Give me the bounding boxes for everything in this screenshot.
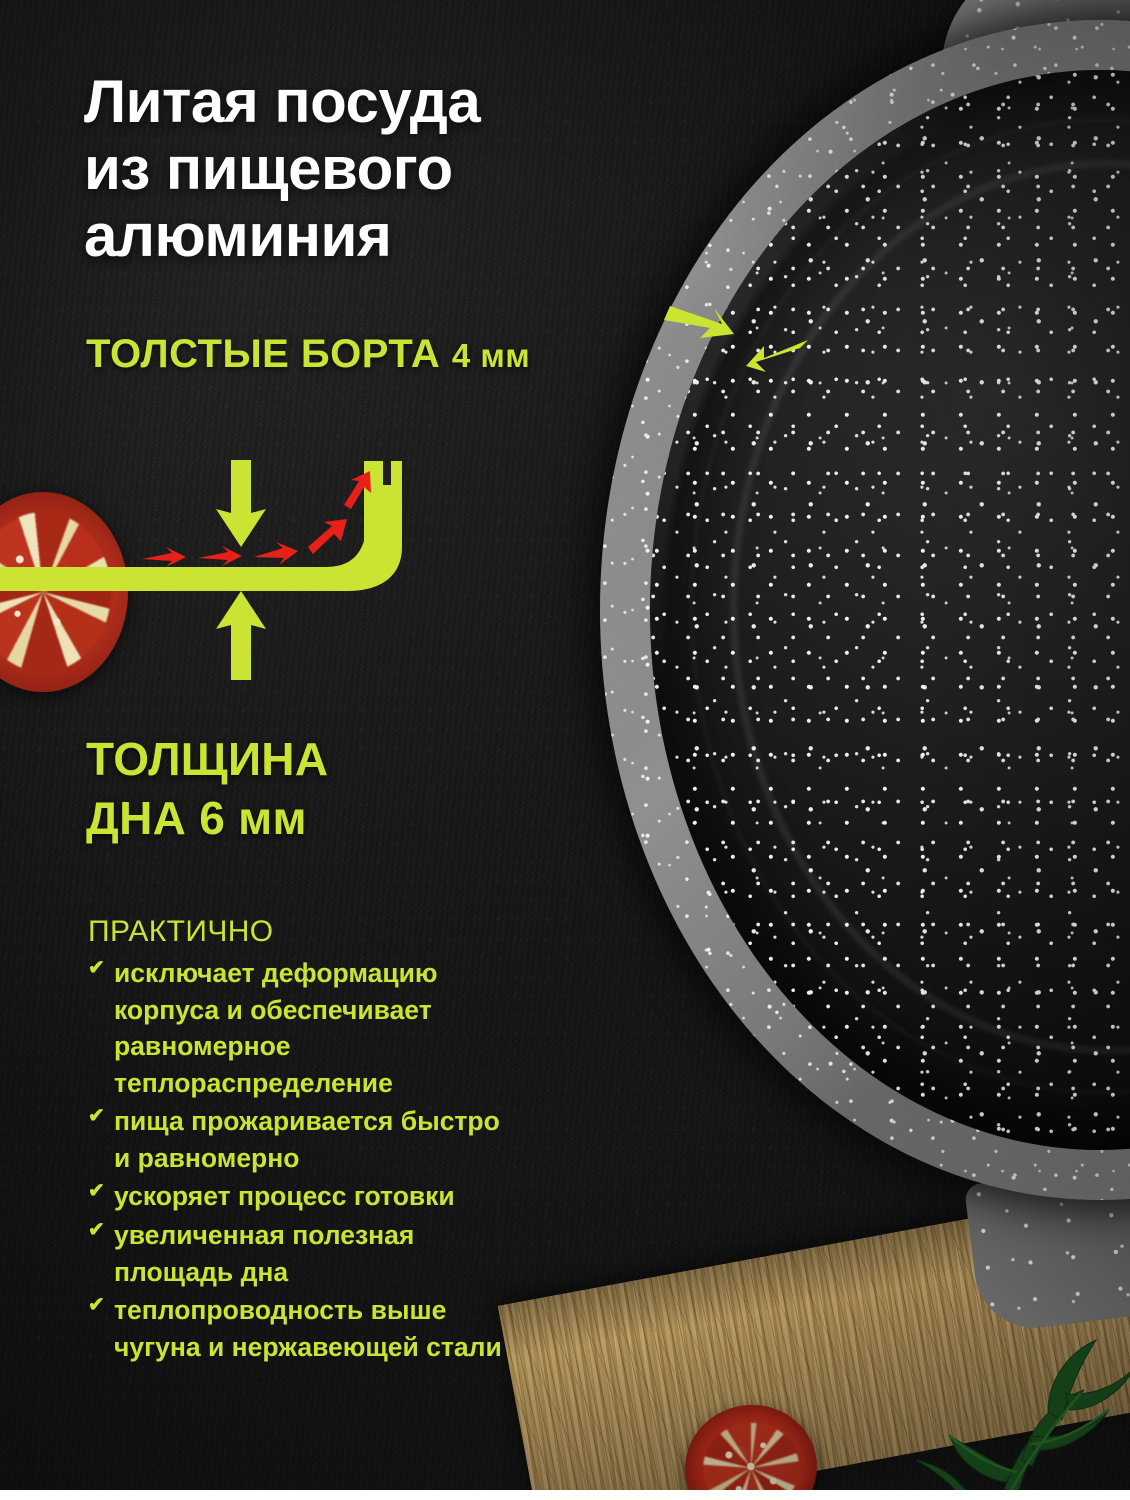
benefit-text: ускоряет процесс готовки — [114, 1181, 455, 1212]
bottom-thickness-line-1: ТОЛЩИНА — [86, 733, 329, 785]
check-icon: ✔ — [88, 1180, 105, 1203]
list-item: ✔ увеличенная полезная площадь дна — [88, 1217, 518, 1290]
headline-line-3: алюминия — [84, 202, 392, 270]
check-icon: ✔ — [88, 957, 105, 979]
check-icon: ✔ — [88, 1218, 105, 1241]
pan-profile-shape — [0, 461, 402, 591]
benefits-list: ✔ исключает деформацию корпуса и обеспеч… — [88, 955, 518, 1367]
arrow-up — [216, 591, 266, 680]
rim-thickness-arrows — [664, 306, 808, 372]
check-icon: ✔ — [88, 1294, 105, 1317]
bottom-white-strip — [0, 1490, 1130, 1500]
parsley-sprig — [880, 1332, 1130, 1500]
bottom-thickness-line-2: ДНА 6 мм — [86, 791, 307, 844]
page-title: Литая посуда из пищевого алюминия — [84, 68, 704, 270]
frying-pan — [540, 0, 1130, 1335]
benefit-text: пища прожаривается быстро и равномерно — [114, 1106, 500, 1173]
headline-line-1: Литая посуда — [84, 68, 481, 135]
list-item: ✔ теплопроводность выше чугуна и нержаве… — [88, 1292, 518, 1365]
check-icon: ✔ — [88, 1105, 105, 1128]
wall-thickness-callout: ТОЛСТЫЕ БОРТА 4 мм — [86, 332, 530, 377]
pan-wall-cross-section-diagram — [0, 455, 520, 685]
tomato-slice-left — [0, 492, 128, 692]
tomato-seeds — [0, 524, 101, 660]
list-item: ✔ исключает деформацию корпуса и обеспеч… — [88, 955, 518, 1101]
arrow-pointing-up-left-at-rim — [746, 340, 808, 372]
benefit-text: увеличенная полезная площадь дна — [114, 1219, 415, 1287]
list-item: ✔ пища прожаривается быстро и равномерно — [88, 1103, 518, 1176]
arrow-pointing-down-right-at-rim — [664, 306, 734, 338]
list-item: ✔ ускоряет процесс готовки — [88, 1178, 518, 1215]
benefit-text: теплопроводность выше чугуна и нержавеющ… — [114, 1295, 502, 1362]
bottom-thickness-callout: ТОЛЩИНА ДНА 6 мм — [86, 730, 506, 848]
heat-flow-arrows — [142, 471, 371, 567]
wall-thickness-label: ТОЛСТЫЕ БОРТА — [86, 332, 441, 376]
arrow-down — [216, 460, 266, 547]
headline-line-2: из пищевого — [84, 135, 453, 203]
benefit-text: исключает деформацию корпуса и обеспечив… — [114, 958, 438, 1098]
thickness-arrows — [216, 460, 266, 680]
wall-thickness-value: 4 мм — [451, 337, 531, 374]
practical-heading: ПРАКТИЧНО — [88, 915, 274, 948]
